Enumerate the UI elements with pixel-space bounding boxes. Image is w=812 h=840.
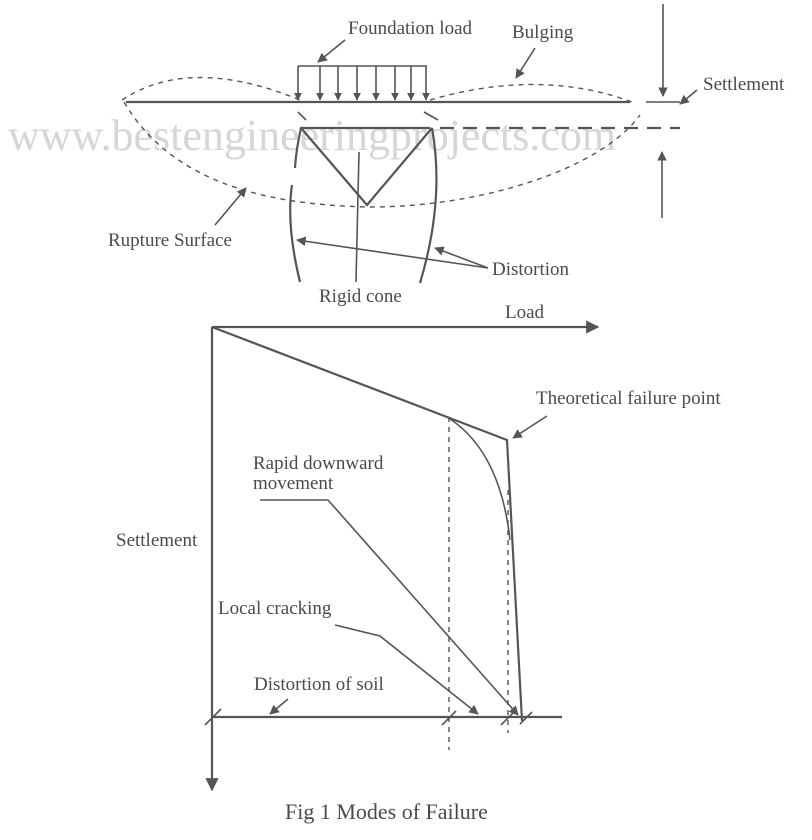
baseline-tick	[441, 710, 457, 726]
rupture-surface-label: Rupture Surface	[108, 230, 232, 251]
foundation-failure-diagram: Foundation load Bulging Rupture Surface …	[108, 4, 785, 307]
theoretical-failure-label: Theoretical failure point	[536, 388, 721, 409]
distortion-pointer-right	[434, 246, 489, 269]
rupture-surface-pointer	[214, 187, 247, 226]
bulging-label: Bulging	[512, 22, 574, 43]
bulging-pointer	[515, 47, 536, 79]
right-distortion-curve	[418, 127, 438, 284]
rapid-downward-label-line2: movement	[253, 473, 334, 494]
left-distortion-curve-upper	[293, 127, 303, 169]
local-cracking-label: Local cracking	[218, 598, 332, 619]
foundation-load-label: Foundation load	[348, 18, 473, 39]
local-cracking-pointer	[334, 624, 479, 715]
settlement-pointer	[679, 89, 698, 105]
figure-caption: Fig 1 Modes of Failure	[285, 799, 488, 824]
theoretical-failure-pointer	[512, 415, 548, 439]
shear-tick	[423, 111, 439, 121]
rapid-downward-label-line1: Rapid downward	[253, 453, 384, 474]
rigid-cone-shape	[300, 127, 433, 207]
left-bulge-curve	[121, 76, 301, 101]
actual-failure-curve	[446, 416, 511, 541]
rapid-downward-pointer	[260, 499, 519, 716]
foundation-load-arrows	[294, 65, 430, 101]
distortion-of-soil-pointer	[269, 698, 289, 715]
shear-tick	[297, 111, 307, 121]
load-settlement-graph: Load Settlement Theoretical failure poin…	[116, 302, 721, 792]
rigid-cone-label: Rigid cone	[319, 286, 402, 307]
settlement-axis-label: Settlement	[116, 530, 198, 551]
distortion-of-soil-label: Distortion of soil	[254, 674, 384, 695]
theoretical-curve	[211, 325, 524, 722]
baseline-tick	[204, 708, 222, 726]
distortion-pointer-left	[296, 236, 489, 269]
right-bulge-curve	[429, 83, 633, 103]
foundation-load-pointer	[317, 39, 346, 63]
left-distortion-curve-lower	[289, 184, 302, 283]
rupture-surface-curve	[123, 101, 641, 208]
watermark-text: www.bestengineeringprojects.com	[8, 111, 616, 160]
rigid-cone-pointer	[355, 151, 360, 283]
settlement-label: Settlement	[703, 74, 785, 95]
baseline-tick	[519, 711, 533, 725]
load-axis-label: Load	[505, 302, 545, 323]
distortion-label: Distortion	[492, 259, 570, 280]
